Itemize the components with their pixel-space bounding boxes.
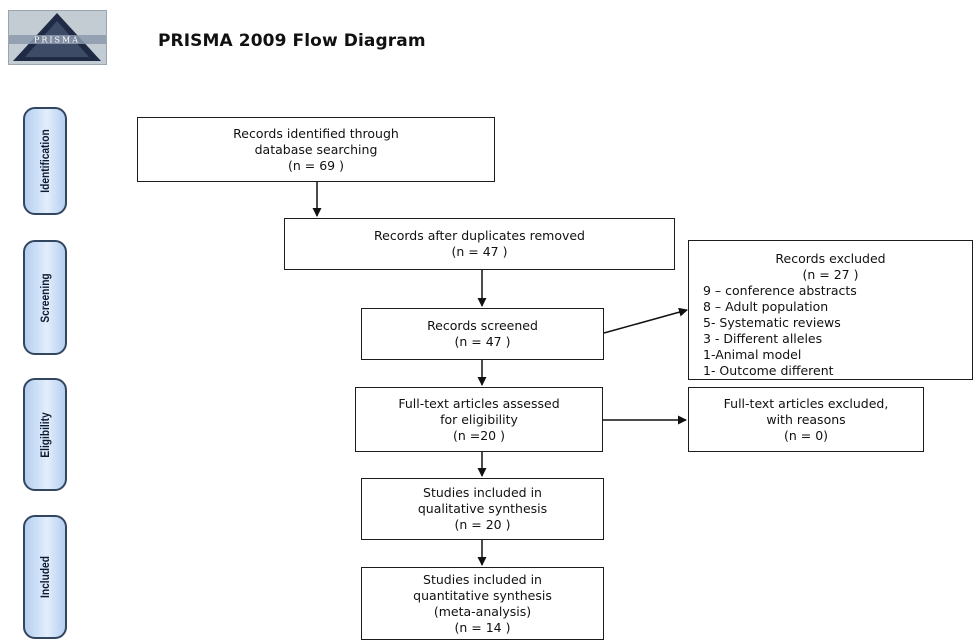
exclusion-reason: 8 – Adult population [703,299,829,314]
records-identified-line2: database searching [254,141,378,157]
records-identified-line1: Records identified through [233,125,399,141]
exclusion-reason: 3 - Different alleles [703,331,823,346]
page-title: PRISMA 2009 Flow Diagram [158,31,426,51]
fulltext-assessed-line2: for eligibility [440,411,518,427]
quantitative-count: (n = 14 ) [454,619,511,635]
stage-identification: Identification [23,107,67,215]
quantitative-line2: quantitative synthesis [413,587,552,603]
qualitative-line2: qualitative synthesis [417,501,548,516]
exclusion-reason: 9 – conference abstracts [703,283,857,298]
fulltext-excluded-line1: Full-text articles excluded, [723,395,889,411]
prisma-logo: PRISMA [8,10,107,65]
qualitative-synthesis-box: Studies included in qualitative synthesi… [361,478,604,540]
records-after-duplicates-count: (n = 47 ) [451,244,508,259]
records-excluded-count: (n = 27 ) [802,267,859,282]
records-screened-count: (n = 47 ) [454,334,511,349]
arrow-screened-to-excluded [603,307,688,334]
stage-screening: Screening [23,240,67,355]
exclusion-reason: 1-Animal model [703,347,802,362]
records-screened-box: Records screened (n = 47 ) [361,308,604,360]
quantitative-line3: (meta-analysis) [433,603,532,619]
svg-text:PRISMA: PRISMA [34,36,80,45]
records-excluded-label: Records excluded [775,251,886,266]
stage-included: Included [23,515,67,639]
records-screened-label: Records screened [427,318,538,333]
stage-eligibility: Eligibility [23,378,67,491]
quantitative-synthesis-box: Studies included in quantitative synthes… [361,567,604,640]
records-after-duplicates-box: Records after duplicates removed (n = 47… [284,218,675,270]
qualitative-line1: Studies included in [423,485,542,500]
fulltext-excluded-line2: with reasons [766,411,846,427]
fulltext-assessed-line1: Full-text articles assessed [398,395,560,411]
fulltext-assessed-count: (n =20 ) [452,427,505,443]
records-identified-count: (n = 69 ) [288,157,344,173]
records-excluded-box: Records excluded (n = 27 ) 9 – conferenc… [688,240,973,380]
fulltext-assessed-box: Full-text articles assessed for eligibil… [355,387,603,452]
qualitative-count: (n = 20 ) [454,517,511,532]
records-after-duplicates-label: Records after duplicates removed [374,228,585,243]
fulltext-excluded-box: Full-text articles excluded, with reason… [688,387,924,452]
records-identified-box: Records identified through database sear… [137,117,495,182]
quantitative-line1: Studies included in [423,571,542,587]
fulltext-excluded-count: (n = 0) [783,427,829,443]
exclusion-reason: 5- Systematic reviews [703,315,841,330]
exclusion-reason: 1- Outcome different [703,363,834,378]
